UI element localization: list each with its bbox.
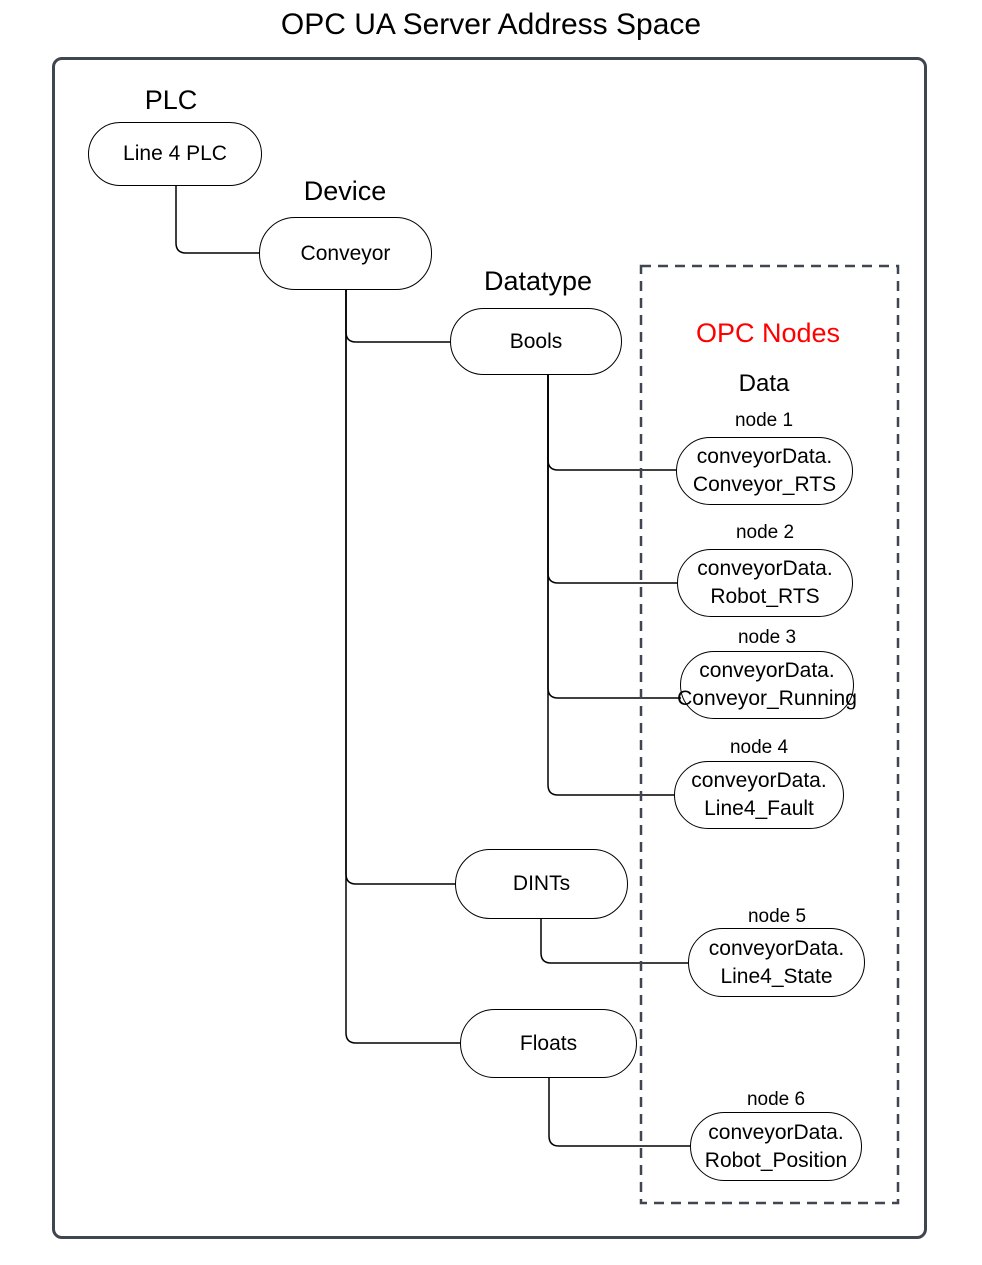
opc-node-5: conveyorData. Line4_State	[688, 928, 865, 997]
opc-node-2-line1: conveyorData.	[697, 557, 833, 580]
opc-node-4-line1: conveyorData.	[691, 769, 827, 792]
opc-node-2: conveyorData. Robot_RTS	[677, 549, 853, 617]
label-node-3: node 3	[737, 627, 797, 648]
opc-node-1-line2: Conveyor_RTS	[692, 473, 837, 496]
node-line4-plc-label: Line 4 PLC	[123, 142, 227, 165]
label-node-2: node 2	[735, 522, 795, 543]
label-data: Data	[738, 370, 790, 397]
node-dints-label: DINTs	[512, 872, 571, 895]
opc-node-3-line2: Conveyor_Running	[677, 687, 857, 710]
edge-conveyor-to-dints	[345, 290, 456, 885]
opc-node-3: conveyorData. Conveyor_Running	[677, 651, 857, 719]
opc-node-6: conveyorData. Robot_Position	[690, 1112, 862, 1181]
opc-node-1-line1: conveyorData.	[696, 445, 833, 468]
node-bools-label: Bools	[509, 329, 563, 353]
edge-bools-to-node4	[547, 375, 675, 796]
edge-dints-to-node5	[540, 919, 689, 964]
label-datatype: Datatype	[483, 266, 593, 296]
node-dints: DINTs	[455, 849, 628, 919]
edge-conveyor-to-floats	[345, 290, 461, 1044]
node-conveyor-label: Conveyor	[300, 241, 391, 265]
opc-node-5-line1: conveyorData.	[708, 936, 845, 960]
label-plc: PLC	[144, 85, 198, 115]
node-conveyor: Conveyor	[259, 217, 432, 290]
label-node-5: node 5	[747, 906, 807, 927]
edge-plc-to-conveyor	[175, 186, 260, 254]
label-node-4: node 4	[729, 737, 789, 758]
edge-bools-to-node1	[547, 375, 677, 471]
opc-node-1: conveyorData. Conveyor_RTS	[676, 437, 853, 505]
opc-node-5-line2: Line4_State	[720, 964, 833, 988]
opc-node-4-line2: Line4_Fault	[704, 797, 814, 820]
label-node-6: node 6	[746, 1089, 806, 1110]
label-opc-nodes: OPC Nodes	[695, 318, 841, 348]
node-bools: Bools	[450, 308, 622, 375]
opc-node-6-line2: Robot_Position	[704, 1148, 848, 1172]
opc-node-3-line1: conveyorData.	[699, 659, 835, 682]
opc-node-2-line2: Robot_RTS	[710, 585, 820, 608]
node-line4-plc: Line 4 PLC	[88, 122, 262, 186]
edge-bools-to-node3	[547, 375, 681, 699]
node-floats-label: Floats	[519, 1031, 578, 1055]
node-floats: Floats	[460, 1009, 637, 1078]
label-device: Device	[303, 176, 387, 206]
edge-conveyor-to-bools	[345, 290, 451, 343]
address-space-frame	[52, 57, 927, 1239]
edge-floats-to-node6	[548, 1078, 691, 1147]
opc-node-4: conveyorData. Line4_Fault	[674, 761, 844, 829]
diagram-title: OPC UA Server Address Space	[280, 8, 702, 41]
opc-node-6-line1: conveyorData.	[708, 1120, 844, 1144]
label-node-1: node 1	[734, 410, 794, 431]
opc-nodes-group-box	[639, 264, 900, 1205]
edge-bools-to-node2	[547, 375, 678, 584]
